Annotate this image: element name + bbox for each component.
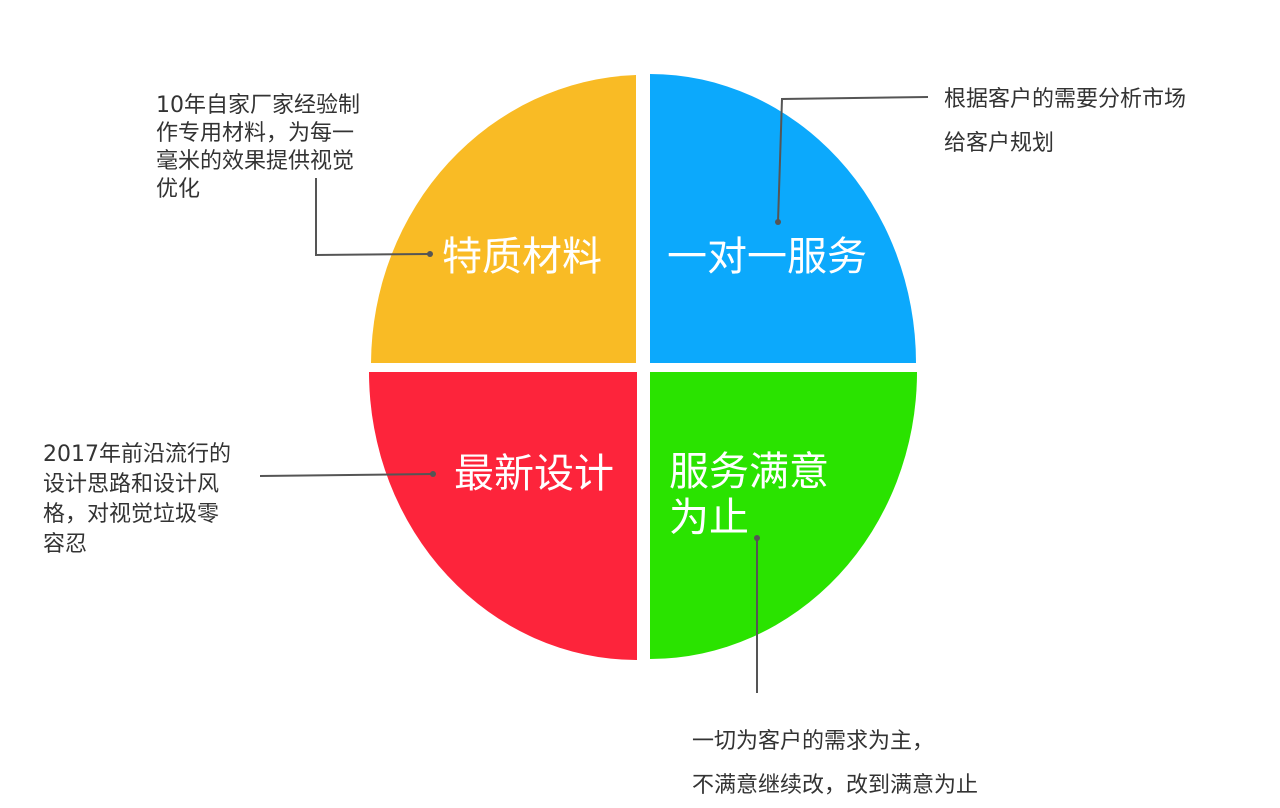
note-line: 根据客户的需要分析市场 [944, 87, 1187, 112]
quadrant-bottom-right [650, 372, 917, 659]
note-top-left: 10年自家厂家经验制 作专用材料，为每一 毫米的效果提供视觉 优化 [156, 92, 360, 204]
leader-line-top-left [315, 178, 431, 257]
quadrant-label-line: 为止 [669, 495, 749, 541]
note-line: 一切为客户的需求为主， [692, 729, 935, 754]
quadrant-top-left [371, 75, 636, 363]
quadrant-label-top-right: 一对一服务 [667, 234, 867, 280]
quadrant-label-top-left: 特质材料 [442, 234, 602, 280]
note-line: 优化 [156, 177, 201, 202]
note-line: 作专用材料，为每一 [156, 121, 355, 146]
leader-line-bottom-left [259, 473, 434, 477]
note-bottom-right: 一切为客户的需求为主， 不满意继续改，改到满意为止 [692, 720, 978, 808]
note-line: 不满意继续改，改到满意为止 [692, 773, 979, 798]
quadrant-label-line: 特质材料 [442, 234, 602, 280]
quadrant-label-bottom-left: 最新设计 [454, 451, 614, 497]
quadrant-bottom-left [369, 372, 637, 660]
leader-dot-top-right [775, 219, 781, 225]
note-line: 毫米的效果提供视觉 [156, 149, 355, 174]
leader-dot-bottom-left [430, 471, 436, 477]
quadrant-label-bottom-right: 服务满意 为止 [669, 449, 829, 541]
note-line: 容忍 [43, 532, 88, 557]
note-line: 2017年前沿流行的 [43, 442, 231, 467]
quadrant-top-right [650, 74, 916, 363]
note-line: 设计思路和设计风 [43, 472, 220, 497]
quadrant-label-line: 一对一服务 [667, 234, 867, 280]
leader-dot-top-left [427, 251, 433, 257]
note-bottom-left: 2017年前沿流行的 设计思路和设计风 格，对视觉垃圾零 容忍 [43, 440, 231, 560]
leader-line-top-right [777, 96, 929, 223]
leader-dot-bottom-right [754, 535, 760, 541]
note-line: 10年自家厂家经验制 [156, 93, 360, 118]
quadrant-label-line: 最新设计 [454, 451, 614, 497]
note-line: 给客户规划 [944, 131, 1055, 156]
note-line: 格，对视觉垃圾零 [43, 502, 220, 527]
note-top-right: 根据客户的需要分析市场 给客户规划 [944, 78, 1186, 166]
quadrant-label-line: 服务满意 [669, 449, 829, 495]
